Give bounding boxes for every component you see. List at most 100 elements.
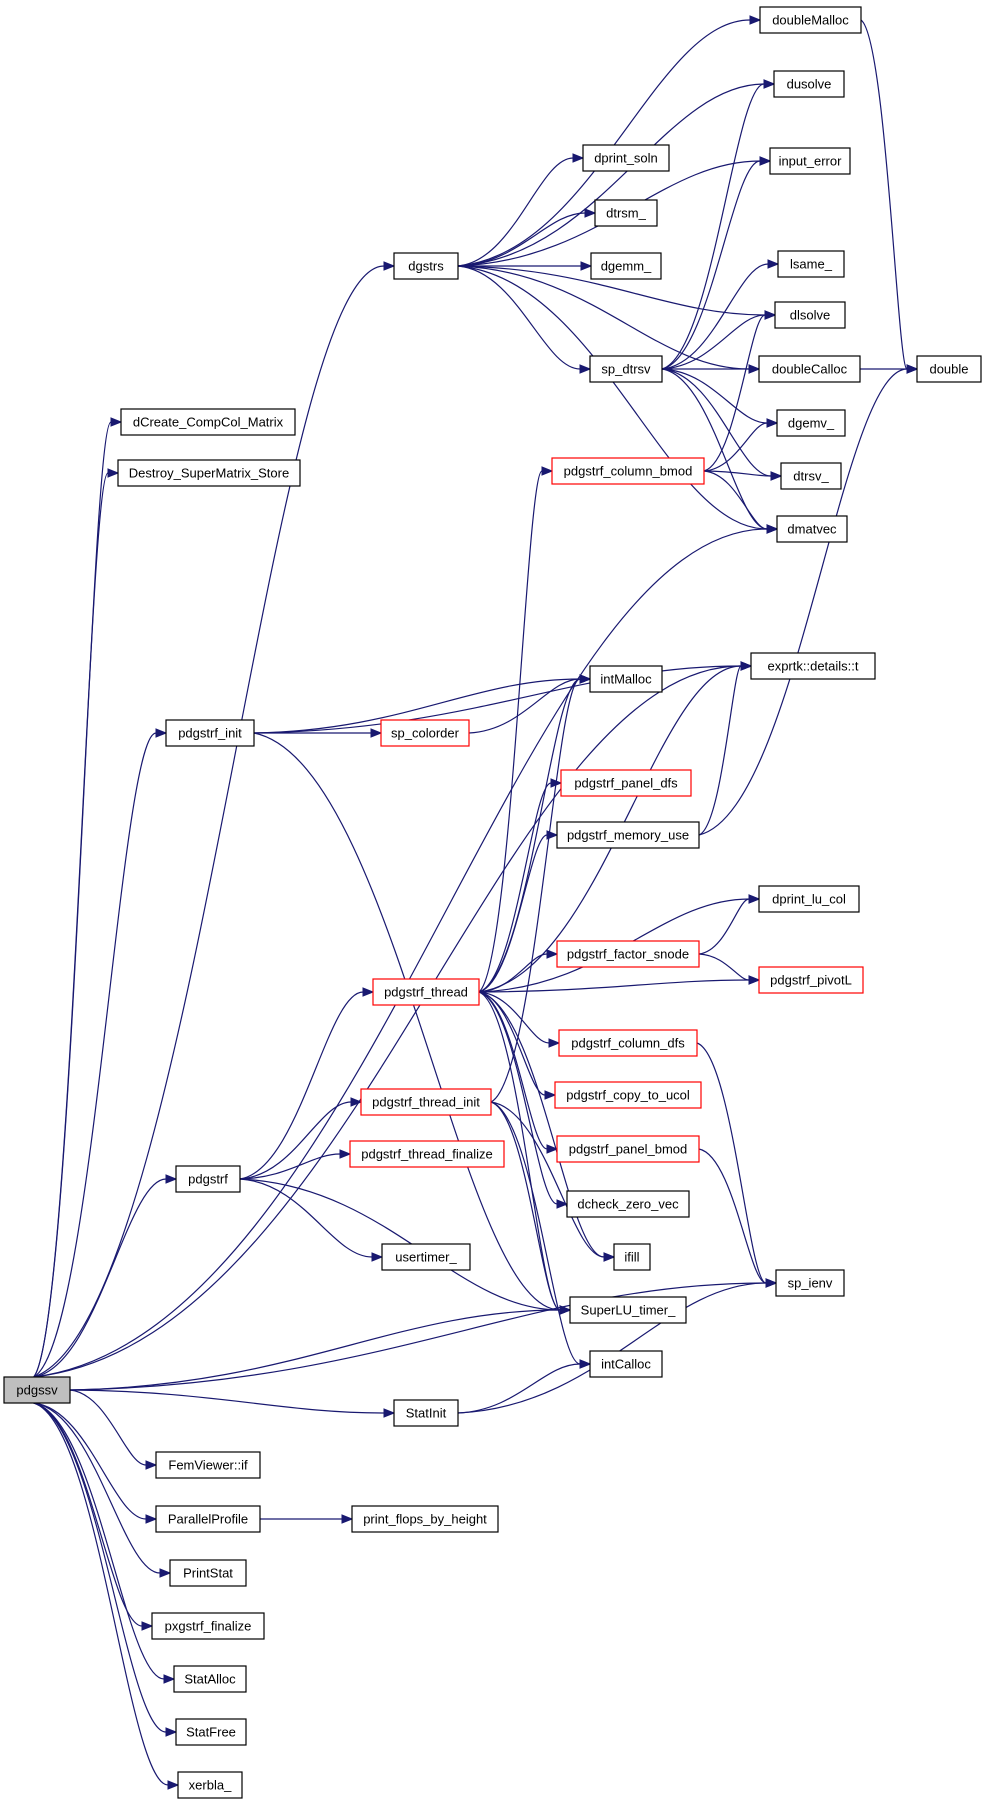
arrowhead-icon — [579, 364, 592, 374]
node-label: dprint_lu_col — [772, 891, 846, 906]
edge-sp_dtrsv-to-dmatvec — [661, 368, 779, 534]
node-doublemalloc[interactable]: doubleMalloc — [759, 6, 862, 34]
edge-pdgstrf_thread-to-pdgstrf_factor_snode — [478, 949, 559, 993]
node-doublecalloc[interactable]: doubleCalloc — [758, 355, 861, 383]
edge-dgstrs-to-sp_dtrsv — [457, 265, 592, 374]
node-box — [589, 355, 663, 383]
arrowhead-icon — [765, 1278, 778, 1288]
node-input-error[interactable]: input_error — [769, 147, 851, 175]
edge-pdgssv-to-pdgstrf — [33, 1174, 178, 1378]
node-label: pdgstrf_thread_finalize — [361, 1146, 493, 1161]
edge-pdgssv-to-PrintStat — [33, 1402, 172, 1578]
edge-pdgstrf-to-pdgstrf_thread_init — [239, 1097, 363, 1180]
node-dcheck-zero-vec[interactable]: dcheck_zero_vec — [566, 1190, 690, 1218]
edge-pdgssv-to-Destroy_SuperMatrix_Store — [33, 468, 120, 1378]
edge-dgstrs-to-dtrsm_ — [457, 208, 597, 267]
node-print-flops-by-height[interactable]: print_flops_by_height — [351, 1505, 499, 1533]
arrowhead-icon — [163, 1674, 176, 1684]
node-intcalloc[interactable]: intCalloc — [589, 1350, 663, 1378]
node-statalloc[interactable]: StatAlloc — [173, 1665, 247, 1693]
arrowhead-icon — [740, 661, 753, 671]
edge-StatInit-to-sp_ienv — [457, 1278, 778, 1414]
node-pdgstrf-factor-snode[interactable]: pdgstrf_factor_snode — [556, 940, 700, 968]
node-dmatvec[interactable]: dmatvec — [776, 515, 848, 543]
node-pdgstrf-init[interactable]: pdgstrf_init — [165, 719, 255, 747]
edge-pdgssv-to-SuperLU_timer_ — [69, 1305, 572, 1391]
node-pdgstrf-column-bmod[interactable]: pdgstrf_column_bmod — [551, 457, 705, 485]
edge-line — [661, 160, 761, 370]
arrowhead-icon — [159, 1568, 172, 1578]
node-box — [175, 1165, 241, 1193]
node-dusolve[interactable]: dusolve — [773, 70, 845, 98]
node-pdgstrf-thread[interactable]: pdgstrf_thread — [372, 978, 480, 1006]
node-dprint-soln[interactable]: dprint_soln — [582, 144, 670, 172]
node-destroy-supermatrix-store[interactable]: Destroy_SuperMatrix_Store — [117, 459, 301, 487]
arrowhead-icon — [572, 153, 585, 163]
edge-line — [703, 470, 768, 530]
edge-line — [239, 1153, 341, 1180]
edge-pdgssv-to-pdgstrf_init — [33, 728, 168, 1378]
node-printstat[interactable]: PrintStat — [169, 1559, 247, 1587]
edge-pdgssv-to-StatFree — [33, 1402, 178, 1737]
edge-pdgstrf_factor_snode-to-dprint_lu_col — [698, 894, 761, 955]
node-pdgstrf-panel-bmod[interactable]: pdgstrf_panel_bmod — [556, 1135, 700, 1163]
node-sp-ienv[interactable]: sp_ienv — [775, 1269, 845, 1297]
node-pdgstrf-column-dfs[interactable]: pdgstrf_column_dfs — [558, 1029, 698, 1057]
edge-line — [33, 1402, 165, 1680]
node-pdgstrf-panel-dfs[interactable]: pdgstrf_panel_dfs — [560, 769, 692, 797]
node-dgemv-[interactable]: dgemv_ — [776, 409, 846, 437]
edge-pdgstrf_column_bmod-to-dlsolve — [703, 310, 777, 472]
node-box — [777, 250, 845, 278]
node-pdgstrf-memory-use[interactable]: pdgstrf_memory_use — [556, 821, 700, 849]
node-exprtk-details-t[interactable]: exprtk::details::t — [750, 652, 876, 680]
edge-line — [239, 991, 364, 1180]
node-intmalloc[interactable]: intMalloc — [589, 665, 663, 693]
node-dtrsm-[interactable]: dtrsm_ — [594, 199, 658, 227]
node-dgstrs[interactable]: dgstrs — [393, 252, 459, 280]
edge-line — [239, 1178, 373, 1258]
node-box — [776, 515, 848, 543]
edge-pdgssv-to-StatAlloc — [33, 1402, 176, 1684]
node-pdgstrf-thread-finalize[interactable]: pdgstrf_thread_finalize — [349, 1140, 505, 1168]
node-usertimer-[interactable]: usertimer_ — [381, 1243, 471, 1271]
edge-pdgstrf_thread-to-dcheck_zero_vec — [478, 991, 569, 1209]
edge-line — [661, 368, 768, 424]
node-dprint-lu-col[interactable]: dprint_lu_col — [758, 885, 860, 913]
edge-line — [457, 212, 586, 267]
node-parallelprofile[interactable]: ParallelProfile — [155, 1505, 261, 1533]
node-double[interactable]: double — [916, 355, 982, 383]
node-label: pdgstrf_thread — [384, 984, 468, 999]
node-femviewer-if[interactable]: FemViewer::if — [155, 1451, 261, 1479]
node-label: pdgstrf_panel_bmod — [569, 1141, 688, 1156]
node-box — [556, 1135, 700, 1163]
edge-line — [33, 472, 109, 1378]
edge-pdgstrf-to-pdgstrf_thread_finalize — [239, 1149, 352, 1180]
node-xerbla-[interactable]: xerbla_ — [177, 1771, 243, 1799]
node-statinit[interactable]: StatInit — [393, 1399, 459, 1427]
node-pdgstrf-thread-init[interactable]: pdgstrf_thread_init — [360, 1088, 492, 1116]
node-superlu-timer-[interactable]: SuperLU_timer_ — [569, 1296, 687, 1324]
node-sp-colorder[interactable]: sp_colorder — [380, 719, 470, 747]
node-pdgstrf-copy-to-ucol[interactable]: pdgstrf_copy_to_ucol — [554, 1081, 702, 1109]
node-label: StatAlloc — [184, 1671, 236, 1686]
node-pdgstrf[interactable]: pdgstrf — [175, 1165, 241, 1193]
edge-sp_dtrsv-to-input_error — [661, 156, 772, 370]
node-statfree[interactable]: StatFree — [175, 1718, 247, 1746]
node-dlsolve[interactable]: dlsolve — [774, 301, 846, 329]
node-ifill[interactable]: ifill — [613, 1243, 651, 1271]
edge-line — [860, 19, 908, 370]
node-dtrsv-[interactable]: dtrsv_ — [780, 462, 842, 490]
node-box — [780, 462, 842, 490]
node-sp-dtrsv[interactable]: sp_dtrsv — [589, 355, 663, 383]
node-dgemm-[interactable]: dgemm_ — [590, 252, 662, 280]
node-pdgstrf-pivotl[interactable]: pdgstrf_pivotL — [758, 966, 864, 994]
edge-line — [69, 1309, 561, 1391]
node-lsame-[interactable]: lsame_ — [777, 250, 845, 278]
node-dcreate-compcol-matrix[interactable]: dCreate_CompCol_Matrix — [120, 408, 296, 436]
node-box — [349, 1140, 505, 1168]
node-label: Destroy_SuperMatrix_Store — [129, 465, 289, 480]
node-pdgssv[interactable]: pdgssv — [3, 1376, 71, 1404]
edge-pdgstrf_init-to-sp_colorder — [253, 728, 383, 738]
call-graph-nodes: pdgssv dgstrs doubleMalloc dusolve input_err… — [3, 6, 982, 1799]
node-pxgstrf-finalize[interactable]: pxgstrf_finalize — [151, 1612, 265, 1640]
